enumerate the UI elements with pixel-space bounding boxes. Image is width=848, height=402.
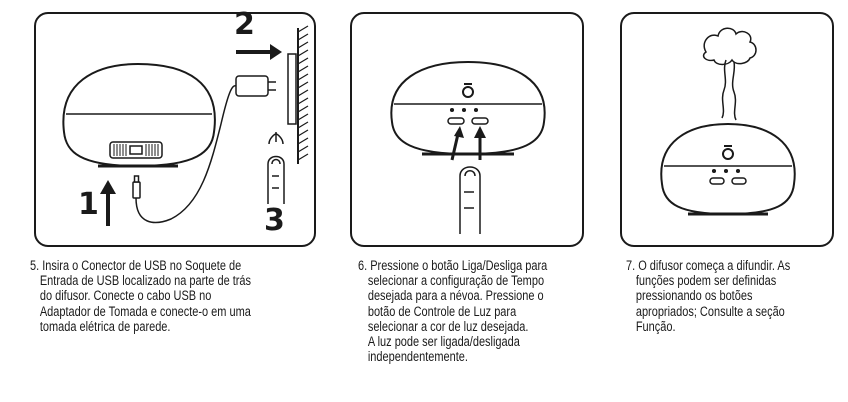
step-6-illustration-panel bbox=[350, 12, 584, 247]
diffuser-icon bbox=[390, 60, 546, 156]
caption-line: Adaptador de Tomada e conecte-o em uma bbox=[39, 303, 251, 319]
step-6-illustration bbox=[390, 60, 546, 234]
caption-line: 6. Pressione o botão Liga/Desliga para bbox=[358, 258, 548, 273]
power-button-icon bbox=[722, 145, 734, 160]
caption-line: apropriados; Consulte a seção bbox=[635, 303, 785, 319]
caption-line: tomada elétrica de parede. bbox=[39, 318, 171, 334]
wall-outlet-icon bbox=[287, 25, 309, 164]
power-button-icon bbox=[462, 83, 474, 98]
arrow-up-icon bbox=[450, 126, 486, 161]
control-buttons bbox=[709, 168, 747, 185]
finger-press-icon bbox=[459, 166, 481, 234]
caption-line: desejada para a névoa. Pressione o bbox=[367, 288, 544, 304]
caption-line: selecionar a cor de luz desejada. bbox=[367, 318, 529, 334]
caption-line: independentemente. bbox=[367, 349, 468, 365]
finger-press-icon bbox=[267, 132, 285, 204]
caption-line: 7. O difusor começa a difundir. As bbox=[626, 258, 791, 273]
callout-1: 1 bbox=[78, 187, 99, 222]
caption-line: funções podem ser definidas bbox=[635, 273, 777, 289]
control-buttons bbox=[447, 107, 489, 125]
caption-line: do difusor. Conecte o cabo USB no bbox=[39, 288, 212, 304]
caption-line: selecionar a configuração de Tempo bbox=[367, 273, 545, 289]
step-5-illustration-panel: 1 2 3 bbox=[34, 7, 316, 247]
power-adapter-icon bbox=[235, 75, 276, 97]
diffuser-icon bbox=[62, 62, 216, 168]
step-5-illustration bbox=[62, 25, 309, 226]
step-7-illustration-panel bbox=[620, 12, 834, 247]
usb-socket-icon bbox=[109, 141, 163, 159]
caption-line: A luz pode ser ligada/desligada bbox=[367, 334, 520, 350]
diffuser-icon bbox=[660, 122, 796, 216]
caption-line: 5. Insira o Conector de USB no Soquete d… bbox=[30, 258, 242, 273]
usb-plug-icon bbox=[132, 175, 141, 199]
callout-3: 3 bbox=[264, 203, 285, 238]
arrow-up-icon bbox=[100, 180, 116, 226]
caption-line: Entrada de USB localizado na parte de tr… bbox=[39, 273, 252, 289]
callout-2: 2 bbox=[234, 7, 255, 42]
arrow-right-icon bbox=[236, 44, 282, 60]
caption-line: botão de Controle de Luz para bbox=[367, 303, 517, 319]
step-6-caption: 6. Pressione o botão Liga/Desliga para s… bbox=[358, 258, 547, 364]
step-5-caption: 5. Insira o Conector de USB no Soquete d… bbox=[30, 258, 251, 334]
caption-line: Função. bbox=[635, 318, 676, 334]
caption-line: pressionando os botões bbox=[635, 288, 753, 304]
step-7-illustration bbox=[660, 27, 796, 216]
usb-cable bbox=[135, 85, 237, 224]
mist-icon bbox=[702, 27, 757, 121]
step-7-caption: 7. O difusor começa a difundir. As funçõ… bbox=[626, 258, 790, 334]
